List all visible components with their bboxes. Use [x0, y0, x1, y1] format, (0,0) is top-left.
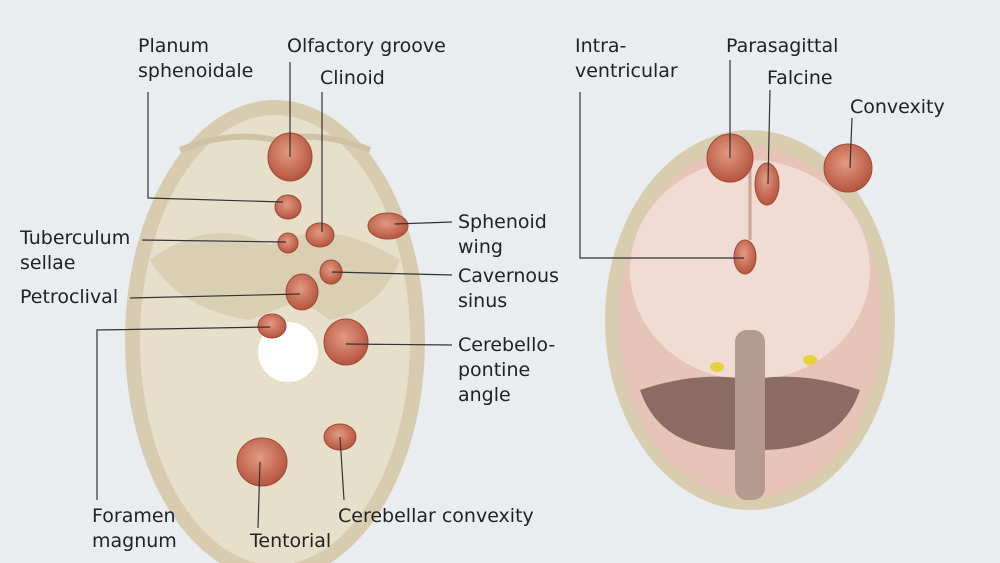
skull-base-illustration — [125, 100, 425, 563]
label-tentorial: Tentorial — [250, 530, 332, 552]
tumor-tuberculum-sellae — [277, 232, 299, 254]
label-falcine: Falcine — [767, 67, 833, 89]
tumor-planum-sphenoidale — [274, 194, 302, 220]
label-line: Cerebello- — [458, 334, 556, 356]
label-line: pontine — [458, 359, 531, 381]
label-line: Intra- — [575, 35, 627, 57]
label-cavernous-sinus: Cavernous sinus — [458, 264, 559, 314]
tumor-cerebellopontine-angle — [323, 318, 369, 366]
label-cerebellar-convexity: Cerebellar convexity — [338, 505, 534, 527]
tumor-tentorial — [236, 437, 288, 487]
label-foramen-magnum: Foramen magnum — [92, 504, 177, 554]
label-planum-sphenoidale: Planum sphenoidale — [138, 34, 253, 84]
label-tuberculum-sellae: Tuberculum sellae — [20, 226, 130, 276]
label-line: sphenoidale — [138, 60, 254, 82]
label-intraventricular: Intra-ventricular — [575, 34, 678, 84]
label-convexity: Convexity — [850, 96, 945, 118]
leader-lines — [96, 60, 853, 529]
tumor-petroclival — [285, 273, 319, 311]
label-line: magnum — [92, 530, 177, 552]
label-clinoid: Clinoid — [320, 67, 385, 89]
tumor-intraventricular — [733, 239, 757, 275]
label-parasagittal: Parasagittal — [726, 35, 839, 57]
label-line: Planum — [138, 35, 209, 57]
label-line: wing — [458, 236, 503, 258]
label-sphenoid-wing: Sphenoid wing — [458, 210, 547, 260]
label-petroclival: Petroclival — [20, 286, 119, 308]
label-line: sellae — [20, 252, 76, 274]
tumor-convexity — [823, 143, 873, 193]
tumor-sphenoid-wing — [367, 212, 409, 240]
label-line: Tuberculum — [20, 227, 131, 249]
label-cerebellopontine-angle: Cerebello-pontine angle — [458, 333, 555, 408]
tumor-falcine — [754, 162, 780, 206]
label-line: sinus — [458, 290, 508, 312]
tumor-clinoid — [305, 222, 335, 248]
label-line: Sphenoid — [458, 211, 547, 233]
label-line: Foramen — [92, 505, 176, 527]
label-line: angle — [458, 384, 511, 406]
label-olfactory-groove: Olfactory groove — [287, 35, 446, 57]
label-line: ventricular — [575, 60, 678, 82]
label-line: Cavernous — [458, 265, 559, 287]
tumor-foramen-magnum — [257, 313, 287, 339]
